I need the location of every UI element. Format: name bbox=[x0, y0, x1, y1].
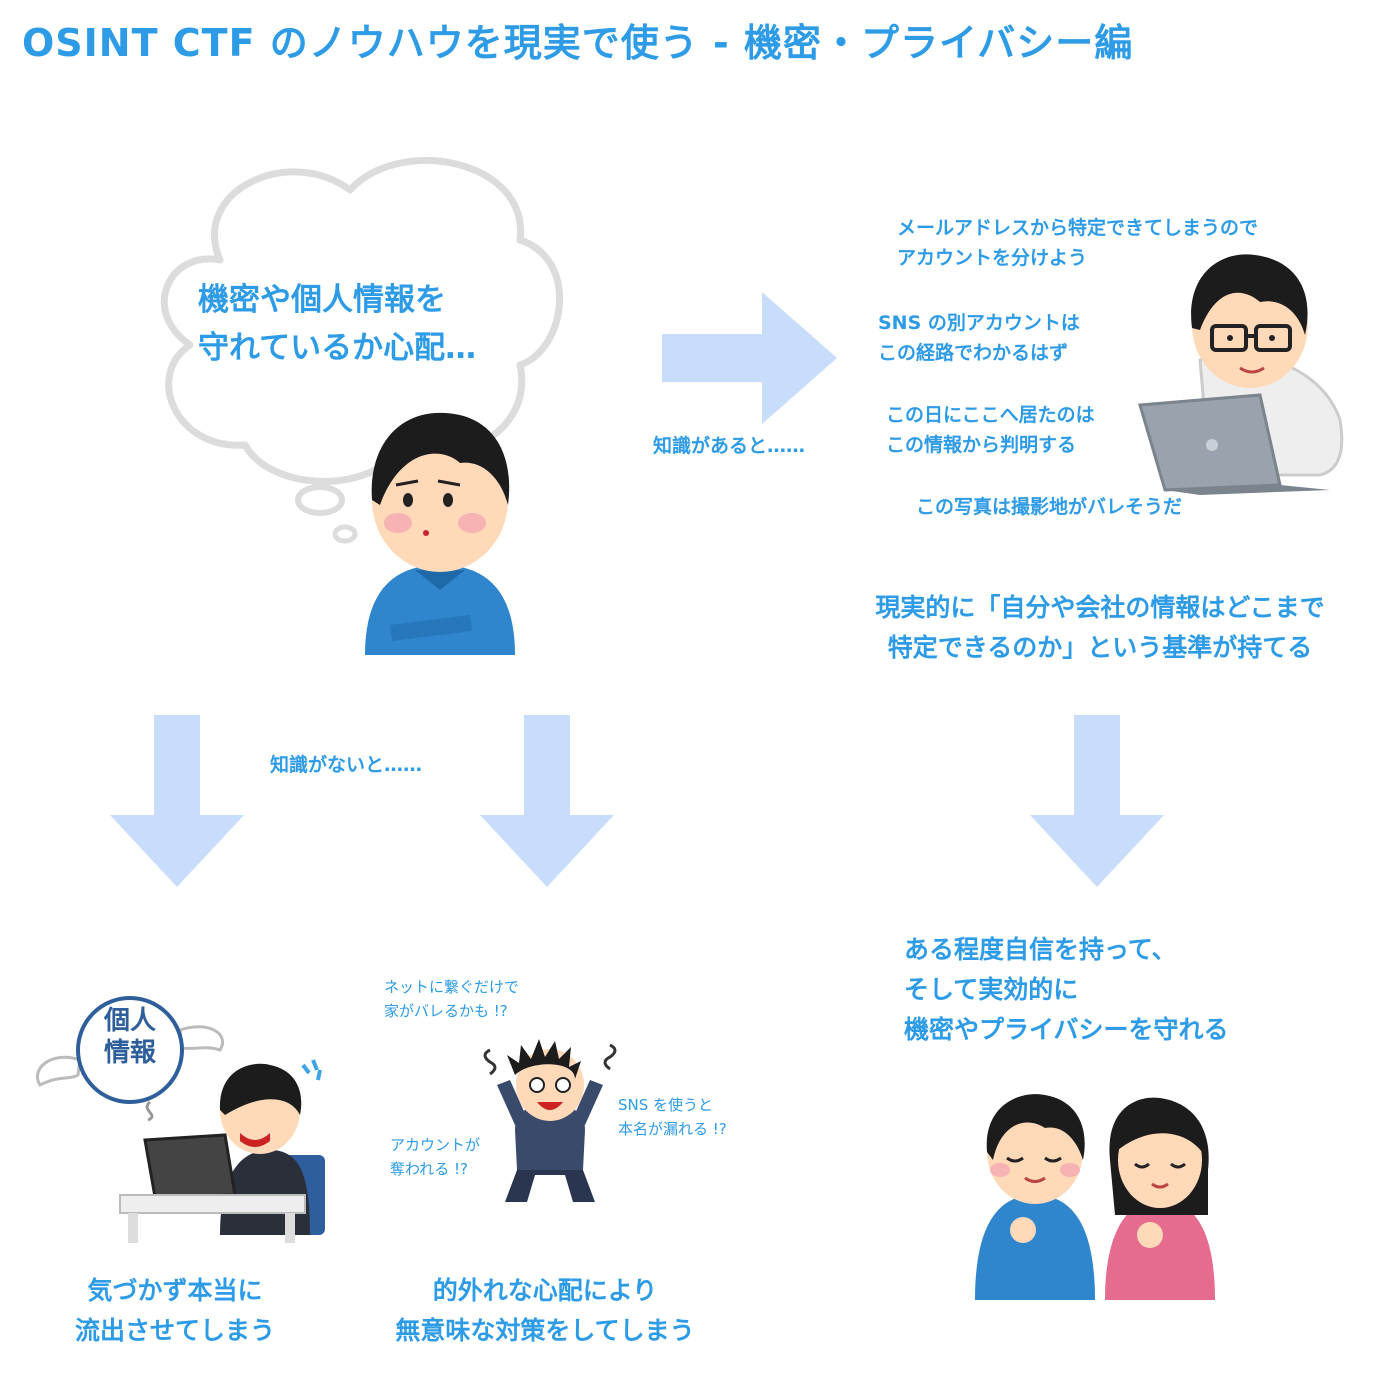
without-knowledge-left-result: 気づかず本当に 流出させてしまう bbox=[74, 1276, 275, 1345]
down-arrow-left bbox=[110, 715, 244, 887]
without-knowledge-label: 知識がないと…… bbox=[270, 754, 423, 776]
right-arrow bbox=[662, 292, 837, 424]
businessman-laptop-illustration bbox=[119, 1059, 325, 1243]
thought-cloud bbox=[160, 157, 564, 544]
info-badge-text: 個人 情報 bbox=[103, 1006, 156, 1068]
thought-photo: この写真は撮影地がバレそうだ bbox=[916, 496, 1183, 518]
panicking-person-illustration bbox=[483, 1039, 617, 1202]
with-knowledge-result: 現実的に「自分や会社の情報はどこまで 特定できるのか」という基準が持てる bbox=[875, 593, 1325, 662]
without-knowledge-right-result: 的外れな心配により 無意味な対策をしてしまう bbox=[395, 1276, 695, 1345]
with-knowledge-outcome: ある程度自信を持って、 そして実効的に 機密やプライバシーを守れる bbox=[904, 935, 1229, 1044]
thought-email: メールアドレスから特定できてしまうので アカウントを分けよう bbox=[897, 217, 1259, 269]
thought-location: この日にここへ居たのは この情報から判明する bbox=[886, 404, 1095, 456]
laptop-person-illustration bbox=[1138, 254, 1344, 495]
worry-network: ネットに繋ぐだけで 家がバレるかも !? bbox=[384, 978, 520, 1020]
confident-people-illustration bbox=[975, 1094, 1215, 1300]
worry-sns: SNS を使うと 本名が漏れる !? bbox=[618, 1096, 727, 1138]
with-knowledge-label: 知識があると…… bbox=[653, 435, 806, 457]
down-arrow-right bbox=[1030, 715, 1164, 887]
flying-info-badge-illustration bbox=[36, 996, 224, 1122]
thought-sns: SNS の別アカウントは この経路でわかるはず bbox=[878, 312, 1080, 364]
worry-account: アカウントが 奪われる !? bbox=[390, 1136, 481, 1178]
page-title: OSINT CTF のノウハウを現実で使う - 機密・プライバシー編 bbox=[22, 21, 1134, 65]
worried-person-illustration bbox=[365, 412, 515, 655]
down-arrow-middle bbox=[480, 715, 614, 887]
worry-text: 機密や個人情報を 守れているか心配… bbox=[198, 282, 477, 366]
